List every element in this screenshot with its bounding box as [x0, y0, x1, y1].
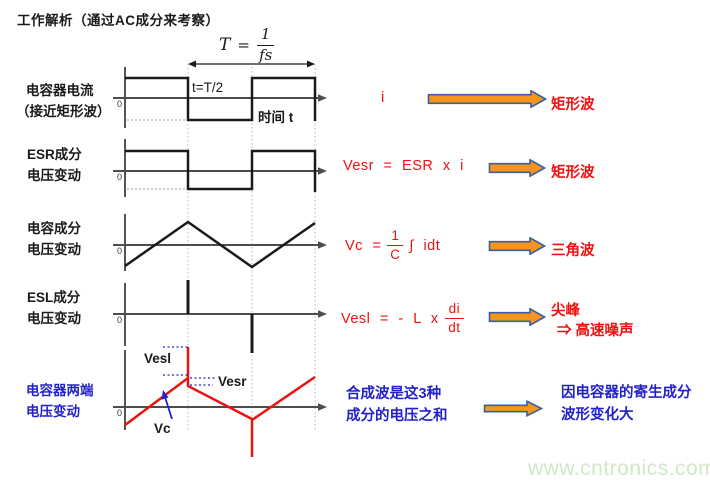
row5-text-line2: 成分的电压之和 — [346, 408, 448, 424]
plot1-label-line2: （接近矩形波） — [16, 104, 111, 119]
plot2-zero-label: 0 — [116, 172, 122, 182]
row3-result: 三角波 — [551, 243, 595, 259]
row3-formula-pre: Vc = — [345, 237, 382, 254]
vc-marker-label: Vc — [154, 421, 171, 436]
plot3-label-line1: 电容成分 — [27, 221, 81, 236]
plot1-label-line1: 电容器电流 — [26, 83, 94, 98]
formula-t-var: T — [219, 35, 231, 56]
row5-result-line1: 因电容器的寄生成分 — [561, 385, 692, 401]
row2-result: 矩形波 — [551, 165, 595, 181]
plot4-label-line2: 电压变动 — [27, 311, 81, 326]
formula-fraction: 1 fs — [256, 26, 275, 64]
row4-formula: Vesl = - L x di dt — [341, 301, 465, 336]
row3-formula-denominator: C — [390, 247, 401, 263]
t-half-label: t=T/2 — [192, 80, 224, 95]
plot5-label-line2: 电压变动 — [26, 404, 80, 419]
row4-formula-numerator: di — [444, 301, 465, 320]
watermark-text: www.cntronics.com — [528, 457, 710, 480]
row3-formula-fraction: 1 C — [387, 228, 404, 263]
row5-text-line1: 合成波是这3种 — [346, 386, 442, 402]
row4-arrow-icon — [488, 308, 546, 326]
plot3-zero-label: 0 — [116, 246, 122, 256]
time-axis-label: 时间 t — [258, 110, 294, 125]
plot2-label-line2: 电压变动 — [27, 168, 81, 183]
row5-result-line2: 波形变化大 — [561, 407, 634, 423]
plot4-zero-label: 0 — [116, 315, 122, 325]
plot2-label-line1: ESR成分 — [27, 147, 82, 162]
plot5-zero-label: 0 — [116, 408, 122, 418]
row5-arrow-icon — [483, 400, 543, 417]
plot4-label-line1: ESL成分 — [27, 290, 81, 305]
row3-formula-numerator: 1 — [387, 228, 404, 247]
row1-arrow-icon — [427, 90, 547, 108]
plot3-label-line2: 电压变动 — [27, 242, 81, 257]
row4-result-note: ⇒ 高速噪声 — [557, 323, 634, 339]
row4-formula-pre: Vesl = - L x — [341, 310, 439, 327]
row2-formula: Vesr = ESR x i — [343, 158, 464, 174]
row4-formula-denominator: dt — [448, 320, 461, 336]
period-formula: T = 1 fs — [219, 26, 275, 64]
vesr-marker-label: Vesr — [218, 374, 247, 389]
formula-denominator: fs — [259, 45, 273, 64]
row1-formula: i — [381, 89, 385, 106]
row4-formula-fraction: di dt — [444, 301, 465, 336]
plot5-label-line1: 电容器两端 — [26, 383, 94, 398]
row1-result: 矩形波 — [551, 97, 595, 113]
page-title: 工作解析（通过AC成分来考察） — [17, 13, 220, 28]
vesl-marker-label: Vesl — [144, 351, 172, 366]
row2-arrow-icon — [488, 159, 546, 177]
plot1-zero-label: 0 — [116, 99, 122, 109]
formula-equals: = — [237, 36, 250, 55]
row3-formula: Vc = 1 C ∫ idt — [345, 228, 441, 263]
row3-formula-post: ∫ idt — [409, 237, 441, 254]
row4-result: 尖峰 — [551, 303, 580, 319]
formula-numerator: 1 — [256, 26, 275, 46]
row3-arrow-icon — [488, 237, 546, 255]
